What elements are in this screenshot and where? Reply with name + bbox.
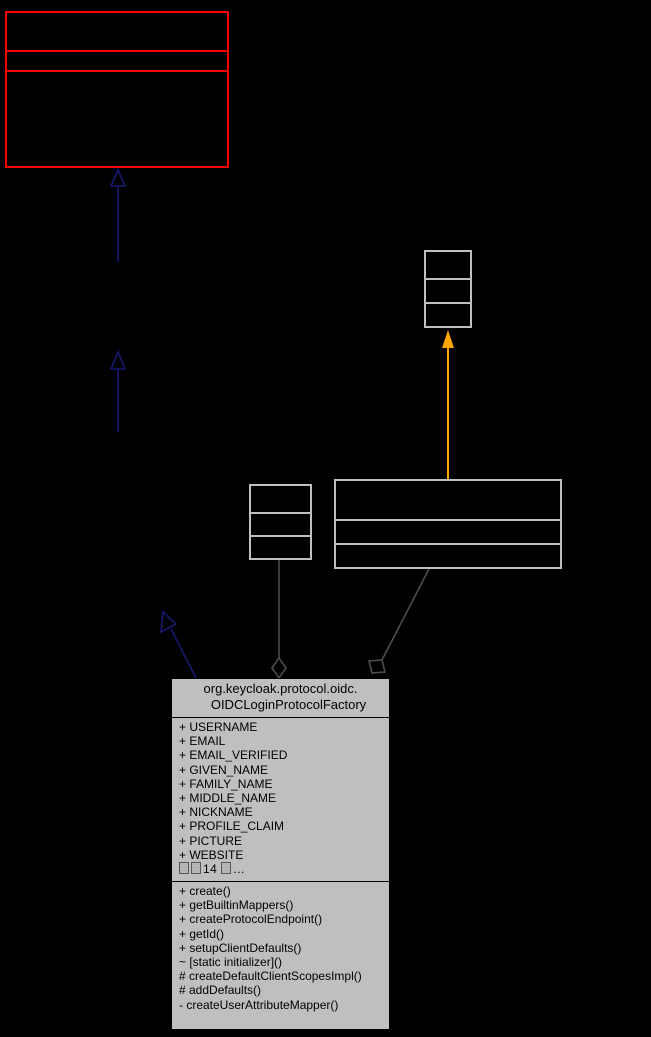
node-operations-compartment: + create() + getBuiltinMappers() + creat… <box>172 881 389 1029</box>
operation-list: + create() + getBuiltinMappers() + creat… <box>172 882 389 1014</box>
node-title-class: OIDCLoginProtocolFactory <box>210 697 367 712</box>
attribute-item: + MIDDLE_NAME <box>179 791 277 806</box>
attribute-item: + NICKNAME <box>179 805 253 820</box>
edge-inheritance-highlight-to-middle <box>109 168 127 262</box>
operation-item: # addDefaults() <box>179 983 262 998</box>
node-operations-compartment <box>7 70 227 166</box>
node-operations-compartment <box>336 543 560 567</box>
attribute-item: + WEBSITE <box>179 847 244 862</box>
attributes-more-indicator: 14... <box>172 862 389 876</box>
node-title-compartment: org.keycloak.protocol.oidc. OIDCLoginPro… <box>172 679 389 717</box>
node-operations-compartment <box>251 535 310 558</box>
attributes-more-count: 14 <box>203 862 218 877</box>
missing-glyph-icon <box>191 862 201 875</box>
node-attributes-compartment: + USERNAME + EMAIL + EMAIL_VERIFIED + GI… <box>172 717 389 881</box>
node-title-namespace: org.keycloak.protocol.oidc. <box>203 681 358 696</box>
attribute-item: + FAMILY_NAME <box>179 776 273 791</box>
edge-inheritance-focus-to-parent <box>160 610 197 679</box>
edge-usage-mid-large-to-top-right <box>442 330 454 479</box>
uml-node-top-right[interactable] <box>424 250 472 328</box>
operation-item: - createUserAttributeMapper() <box>179 997 339 1012</box>
edge-inheritance-middle-to-lower <box>109 349 127 432</box>
uml-node-oidc-login-protocol-factory[interactable]: org.keycloak.protocol.oidc. OIDCLoginPro… <box>171 678 390 1030</box>
node-operations-compartment <box>426 302 470 326</box>
edge-aggregation-mid-small-to-focus <box>271 560 287 680</box>
attribute-list: + USERNAME + EMAIL + EMAIL_VERIFIED + GI… <box>172 718 389 878</box>
attributes-more-suffix: ... <box>233 862 245 877</box>
node-attributes-compartment <box>336 519 560 543</box>
uml-node-ancestor-highlight[interactable] <box>5 11 229 168</box>
node-title-compartment <box>426 252 470 278</box>
operation-item: + create() <box>179 884 231 898</box>
uml-node-mid-large[interactable] <box>334 479 562 569</box>
attribute-item: + USERNAME <box>179 720 258 734</box>
node-title-compartment <box>251 486 310 512</box>
operation-item: + getId() <box>179 926 225 941</box>
node-attributes-compartment <box>426 278 470 302</box>
node-attributes-compartment <box>7 50 227 70</box>
edge-aggregation-mid-large-to-focus <box>367 568 430 674</box>
attribute-item: + PICTURE <box>179 833 243 848</box>
node-title-compartment <box>7 13 227 50</box>
attribute-item: + GIVEN_NAME <box>179 762 269 777</box>
operation-item: # createDefaultClientScopesImpl() <box>179 969 362 984</box>
operation-item: + getBuiltinMappers() <box>179 898 294 913</box>
attribute-item: + PROFILE_CLAIM <box>179 819 285 834</box>
node-title-compartment <box>336 481 560 519</box>
uml-node-mid-small[interactable] <box>249 484 312 560</box>
missing-glyph-icon <box>179 862 189 875</box>
missing-glyph-icon <box>221 862 232 875</box>
attribute-item: + EMAIL <box>179 734 226 749</box>
node-attributes-compartment <box>251 512 310 535</box>
operation-item: + createProtocolEndpoint() <box>179 912 323 927</box>
operation-item: + setupClientDefaults() <box>179 940 302 955</box>
operation-item: ~ [static initializer]() <box>179 955 283 970</box>
attribute-item: + EMAIL_VERIFIED <box>179 748 288 763</box>
